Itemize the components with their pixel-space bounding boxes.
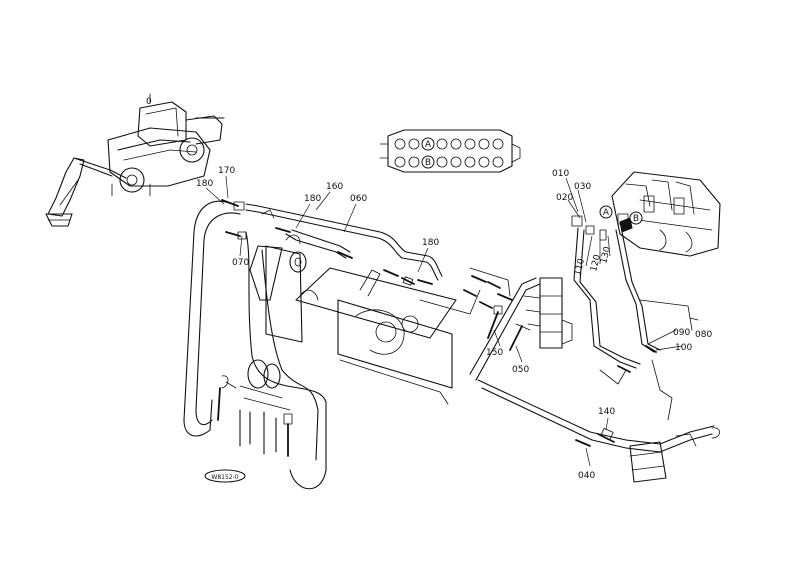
part-label-100: 100 (675, 343, 692, 353)
part-label-180-upper: 180 (304, 194, 321, 204)
part-label-090: 090 (673, 328, 690, 338)
reference-code-badge: W8152-0 (204, 469, 246, 483)
part-label-130: 130 (599, 245, 613, 264)
leader-lines (205, 175, 683, 467)
part-label-040: 040 (578, 471, 595, 481)
return-line-lower (477, 379, 720, 483)
part-label-030: 030 (574, 182, 591, 192)
part-label-110: 110 (573, 257, 587, 276)
part-label-020: 020 (556, 193, 573, 203)
valve-ports-bottom-row (394, 156, 504, 168)
line-b-circle (629, 211, 643, 225)
part-label-170: 170 (218, 166, 235, 176)
part-label-080: 080 (695, 330, 712, 340)
main-lines-center (469, 277, 573, 381)
part-label-180-right: 180 (422, 238, 439, 248)
port-b-circle (421, 155, 435, 169)
part-label-070: 070 (232, 258, 249, 268)
part-label-140: 140 (598, 407, 615, 417)
part-label-120: 120 (589, 253, 603, 272)
line-a-label: A (603, 208, 610, 218)
part-label-060: 060 (350, 194, 367, 204)
line-a-circle (599, 205, 613, 219)
part-label-160: 160 (326, 182, 343, 192)
hose-left-loop (183, 200, 327, 490)
cabin-mark: 0 (146, 97, 152, 107)
port-b-label: B (425, 158, 431, 168)
port-a-circle (421, 137, 435, 151)
part-labels: 170 180 180 160 060 180 070 010 030 020 … (196, 166, 712, 481)
port-a-label: A (425, 140, 432, 150)
control-valve-symbol: A B (379, 129, 521, 173)
valve-block-right (611, 171, 721, 257)
valve-lines-right: A B (571, 205, 699, 421)
line-b-label: B (633, 214, 639, 224)
part-label-010: 010 (552, 169, 569, 179)
backhoe-loader-illustration: 0 (45, 93, 225, 227)
boom-cylinder-assembly (249, 245, 481, 405)
fittings-center (383, 267, 513, 309)
reference-code-text: W8152-0 (211, 474, 238, 481)
hose-pipes-upper (245, 203, 443, 281)
valve-ports-top-row (394, 138, 504, 150)
part-label-050: 050 (512, 365, 529, 375)
fittings-lower-left (217, 359, 293, 457)
fittings-upper-left (221, 199, 353, 259)
part-label-180-left: 180 (196, 179, 213, 189)
part-label-150: 150 (486, 348, 503, 358)
